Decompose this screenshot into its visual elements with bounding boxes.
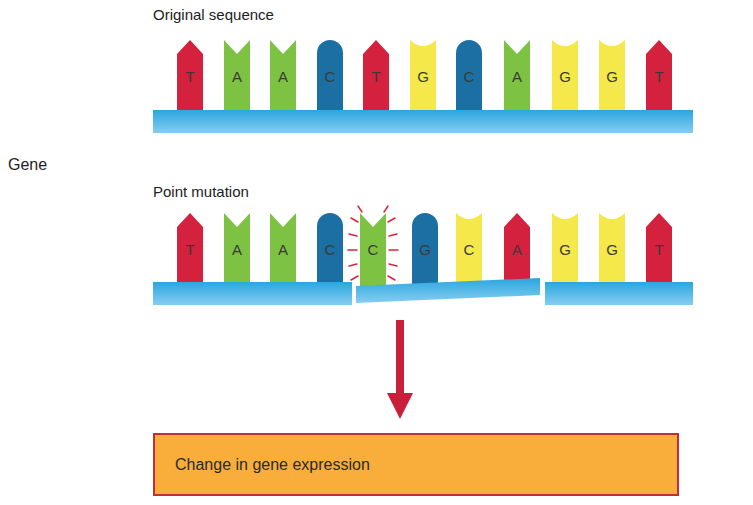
base-letter: A bbox=[504, 68, 530, 86]
nucleotide-fill bbox=[270, 40, 296, 120]
base-letter: T bbox=[177, 68, 203, 86]
nucleotide: A bbox=[224, 213, 250, 293]
backbone-segment bbox=[153, 110, 693, 133]
base-letter: T bbox=[177, 241, 203, 259]
nucleotide-fill bbox=[599, 40, 625, 120]
nucleotide: G bbox=[599, 213, 625, 293]
base-letter: A bbox=[270, 241, 296, 259]
backbone-segment bbox=[153, 282, 352, 305]
nucleotide-fill bbox=[317, 40, 343, 120]
nucleotide-fill bbox=[363, 40, 389, 120]
base-letter: C bbox=[456, 68, 482, 86]
nucleotide: G bbox=[599, 40, 625, 120]
base-letter: C bbox=[456, 241, 482, 259]
base-letter: G bbox=[552, 241, 578, 259]
base-letter: C bbox=[317, 68, 343, 86]
nucleotide-fill bbox=[552, 40, 578, 120]
base-letter: A bbox=[504, 241, 530, 259]
nucleotide: C bbox=[360, 213, 386, 293]
nucleotide: T bbox=[177, 213, 203, 293]
base-letter: G bbox=[599, 241, 625, 259]
dna-backbone bbox=[153, 110, 693, 142]
base-letter: C bbox=[360, 241, 386, 259]
strand-heading: Original sequence bbox=[153, 6, 274, 24]
base-letter: T bbox=[646, 241, 672, 259]
nucleotide: T bbox=[177, 40, 203, 120]
nucleotide: G bbox=[552, 40, 578, 120]
dna-strand: Original sequenceT A A C T G C A G G T bbox=[153, 6, 693, 134]
base-letter: G bbox=[599, 68, 625, 86]
arrow-shaft bbox=[396, 320, 404, 395]
nucleotide-fill bbox=[177, 40, 203, 120]
nucleotide: G bbox=[552, 213, 578, 293]
nucleotide: A bbox=[270, 40, 296, 120]
outcome-box: Change in gene expression bbox=[153, 433, 679, 496]
nucleotide-fill bbox=[410, 40, 436, 120]
backbone-segment bbox=[356, 278, 540, 303]
base-letter: T bbox=[646, 68, 672, 86]
arrow-head bbox=[387, 393, 413, 419]
nucleotide-fill bbox=[552, 213, 578, 293]
base-letter: A bbox=[224, 241, 250, 259]
backbone-segment bbox=[545, 282, 693, 305]
dna-strand: Point mutationTAACCGCAGGT bbox=[153, 183, 693, 308]
nucleotide-fill bbox=[646, 213, 672, 293]
base-letter: A bbox=[270, 68, 296, 86]
nucleotide: T bbox=[646, 40, 672, 120]
base-letter: G bbox=[552, 68, 578, 86]
nucleotide: C bbox=[317, 40, 343, 120]
nucleotide: A bbox=[224, 40, 250, 120]
strand-heading: Point mutation bbox=[153, 183, 249, 201]
nucleotide-fill bbox=[317, 213, 343, 293]
nucleotide-fill bbox=[270, 213, 296, 293]
nucleotide-fill bbox=[412, 213, 438, 293]
nucleotide: T bbox=[363, 40, 389, 120]
nucleotide-fill bbox=[224, 213, 250, 293]
nucleotide-fill bbox=[456, 40, 482, 120]
base-letter: C bbox=[317, 241, 343, 259]
base-letter: G bbox=[410, 68, 436, 86]
nucleotide-fill bbox=[504, 40, 530, 120]
base-letter: G bbox=[412, 241, 438, 259]
nucleotide: G bbox=[412, 213, 438, 293]
nucleotide: A bbox=[270, 213, 296, 293]
side-label: Gene bbox=[8, 156, 47, 174]
base-letter: T bbox=[363, 68, 389, 86]
dna-backbone bbox=[153, 275, 693, 307]
nucleotide-fill bbox=[360, 213, 386, 293]
flow-arrow bbox=[387, 320, 413, 419]
nucleotide-fill bbox=[599, 213, 625, 293]
nucleotide-fill bbox=[177, 213, 203, 293]
nucleotide: G bbox=[410, 40, 436, 120]
nucleotide-fill bbox=[224, 40, 250, 120]
nucleotide: A bbox=[504, 40, 530, 120]
nucleotide: C bbox=[456, 40, 482, 120]
nucleotide: T bbox=[646, 213, 672, 293]
outcome-text: Change in gene expression bbox=[175, 456, 370, 474]
base-letter: A bbox=[224, 68, 250, 86]
nucleotide-fill bbox=[646, 40, 672, 120]
nucleotide: C bbox=[317, 213, 343, 293]
